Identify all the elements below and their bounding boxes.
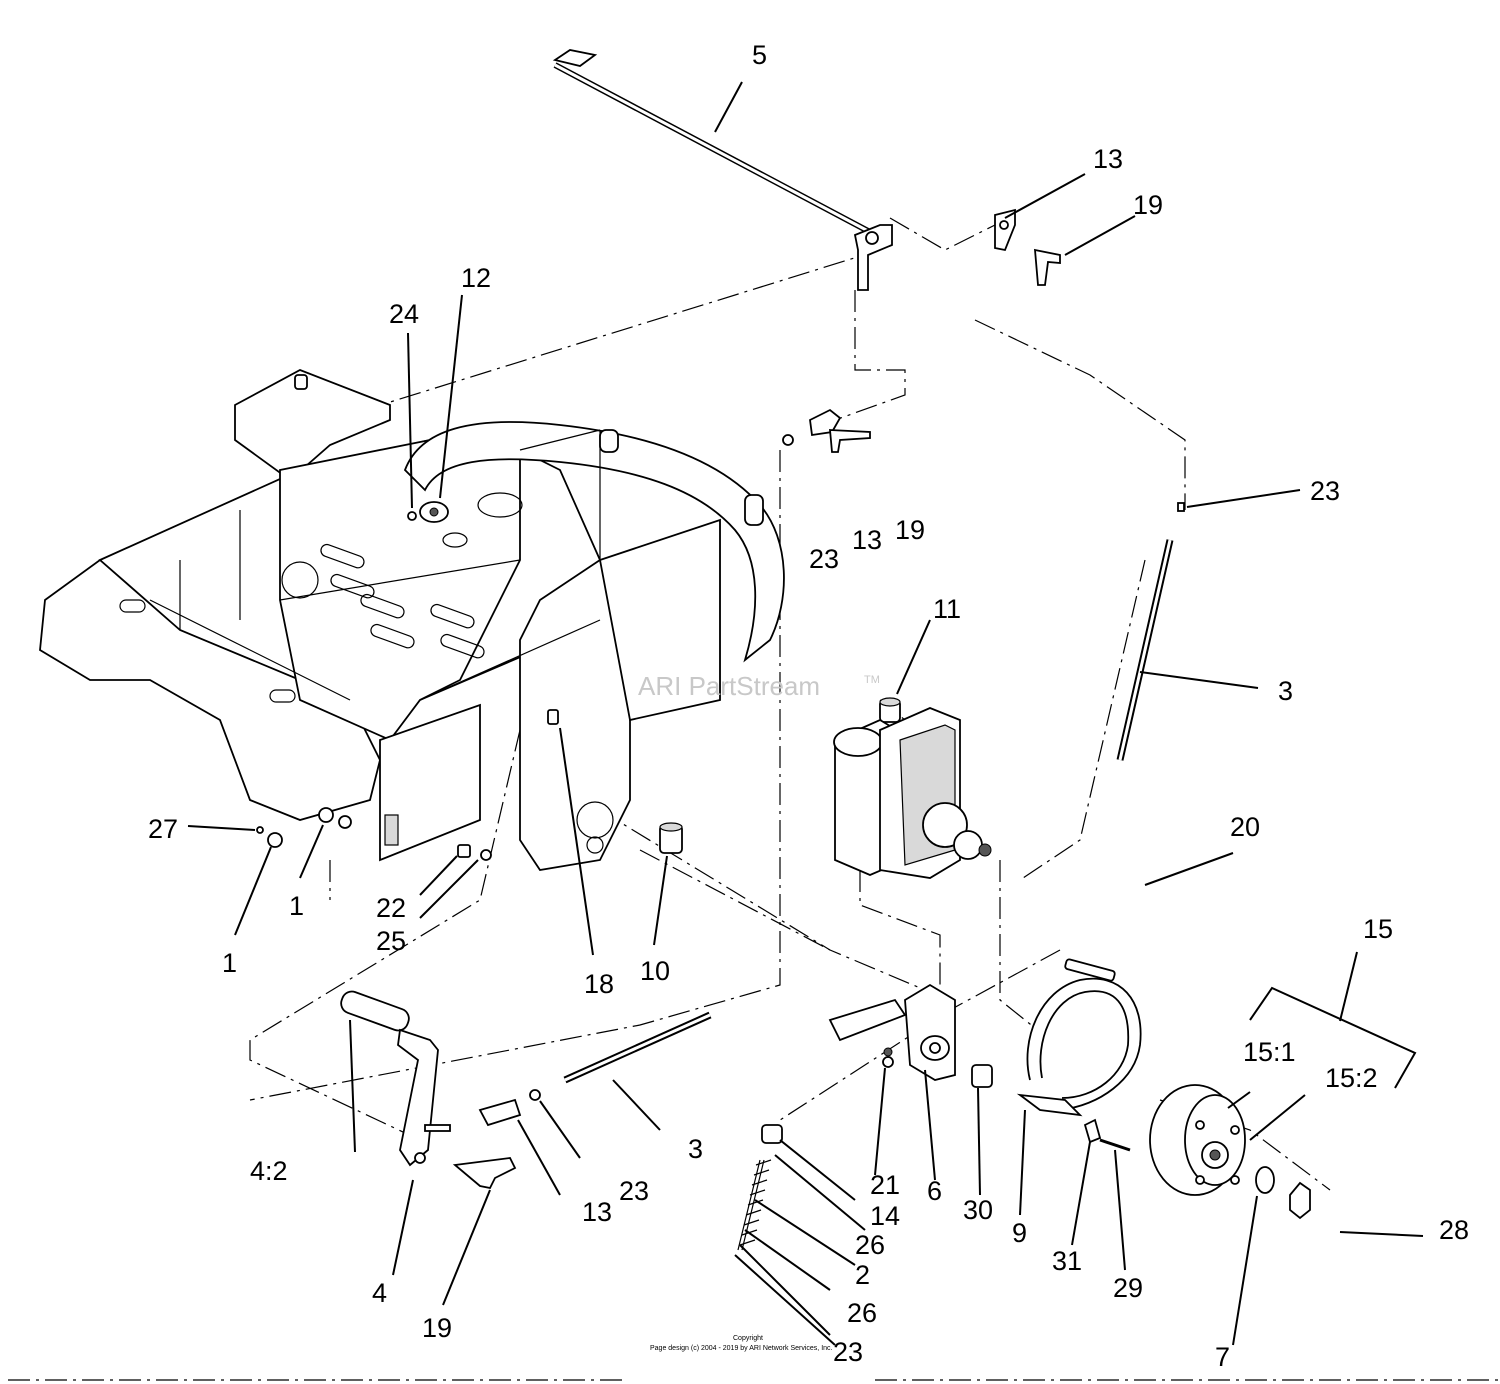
fitting-12: [419, 501, 449, 523]
clip-31: [1083, 1118, 1102, 1144]
brake-lever-6: [828, 983, 956, 1081]
callout-19: 19: [422, 1313, 452, 1343]
callout-2: 2: [855, 1260, 870, 1290]
callout-15-1: 15:1: [1243, 1037, 1296, 1067]
rod-5: [552, 49, 893, 291]
jam-nut-23-bottom: [529, 1089, 541, 1101]
phantom-lines: [249, 217, 1331, 1191]
callout-4-2: 4:2: [250, 1156, 288, 1186]
callout-25: 25: [376, 926, 406, 956]
callout-23: 23: [1310, 476, 1340, 506]
callout-14: 14: [870, 1201, 900, 1231]
screw-24: [407, 511, 417, 521]
pin-19-mid: [829, 429, 871, 453]
callout-10: 10: [640, 956, 670, 986]
callout-19: 19: [1133, 190, 1163, 220]
washer-7: [1255, 1166, 1275, 1194]
lever-4: [340, 990, 451, 1167]
callout-4: 4: [372, 1278, 387, 1308]
callout-22: 22: [376, 893, 406, 923]
stud-18: [547, 709, 559, 725]
callout-13: 13: [582, 1197, 612, 1227]
bolt-29: [1099, 1138, 1131, 1152]
callout-23: 23: [619, 1176, 649, 1206]
callout-29: 29: [1113, 1273, 1143, 1303]
callout-28: 28: [1439, 1215, 1469, 1245]
callout-23: 23: [809, 544, 839, 574]
callout-1: 1: [289, 891, 304, 921]
hydro-motor: [833, 707, 992, 879]
screw-27: [256, 826, 264, 834]
frame-slots: [119, 492, 614, 854]
callout-24: 24: [389, 299, 419, 329]
callout-15: 15: [1363, 914, 1393, 944]
callout-13: 13: [1093, 144, 1123, 174]
clevis-13-mid: [809, 408, 842, 437]
callout-9: 9: [1012, 1218, 1027, 1248]
brake-band-9: [1016, 977, 1142, 1117]
watermark: ARI PartStream TM: [638, 671, 880, 701]
hub-drum-15: [1149, 1084, 1246, 1196]
nut-28: [1289, 1181, 1311, 1220]
bolt-20: [1064, 958, 1116, 982]
spacer-10: [659, 822, 683, 854]
footer-copyright: Copyright Page design (c) 2004 - 2019 by…: [650, 1335, 833, 1352]
watermark-text: ARI PartStream: [638, 671, 820, 701]
callout-21: 21: [870, 1170, 900, 1200]
copyright-label: Copyright: [733, 1335, 763, 1342]
callout-26: 26: [847, 1298, 877, 1328]
callout-23: 23: [833, 1337, 863, 1367]
spacer-30: [971, 1064, 993, 1088]
callout-13: 13: [852, 525, 882, 555]
callout-5: 5: [752, 40, 767, 70]
callout-27: 27: [148, 814, 178, 844]
chassis-frame: [39, 369, 785, 871]
clevis-13-top: [994, 208, 1016, 252]
callout-18: 18: [584, 969, 614, 999]
callout-7: 7: [1215, 1342, 1230, 1372]
callout-labels: 5 13 19 12 24 23 13 19 23 3 11 27 1 1 22…: [148, 40, 1469, 1372]
pin-14: [761, 1124, 783, 1144]
bracket-15: [1249, 951, 1417, 1089]
pin-19-top: [1034, 248, 1061, 286]
watermark-trademark: TM: [864, 674, 880, 686]
callout-31: 31: [1052, 1246, 1082, 1276]
jam-nut-23-mid: [782, 434, 794, 446]
rod-3-upper: [1116, 502, 1185, 761]
leader-lines: [187, 81, 1424, 1346]
callout-15-2: 15:2: [1325, 1063, 1378, 1093]
callout-26: 26: [855, 1230, 885, 1260]
callout-19: 19: [895, 515, 925, 545]
callout-3: 3: [688, 1134, 703, 1164]
callout-6: 6: [927, 1176, 942, 1206]
pin-19-bottom: [452, 1157, 517, 1190]
callout-1: 1: [222, 948, 237, 978]
bushings-1: [267, 807, 352, 848]
callout-30: 30: [963, 1195, 993, 1225]
spacer-11: [879, 697, 901, 723]
callout-11: 11: [933, 594, 961, 624]
bolt-22-nut-25: [457, 844, 492, 861]
callout-3: 3: [1278, 676, 1293, 706]
callout-12: 12: [461, 263, 491, 293]
callout-20: 20: [1230, 812, 1260, 842]
page-design-credit: Page design (c) 2004 - 2019 by ARI Netwo…: [650, 1345, 833, 1352]
clevis-13-bottom: [478, 1098, 522, 1127]
bolt-21: [882, 1056, 894, 1068]
rod-3-lower: [563, 1011, 712, 1084]
